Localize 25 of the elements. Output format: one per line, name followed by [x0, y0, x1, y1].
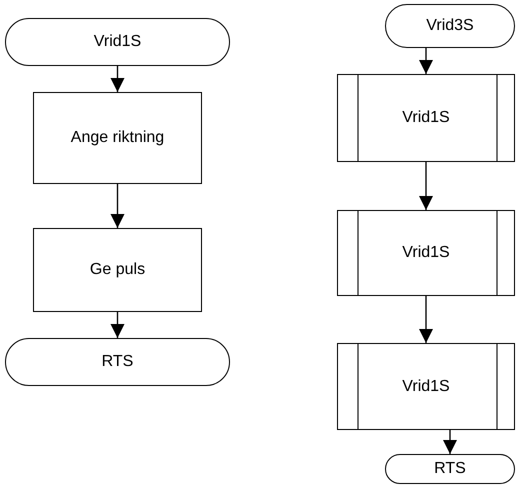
- terminal-shape: [385, 4, 515, 48]
- arrow: [110, 66, 124, 92]
- terminal-shape: [5, 18, 230, 66]
- arrow: [110, 184, 124, 228]
- terminal-shape: [385, 454, 515, 484]
- arrow: [419, 296, 433, 343]
- subroutine-box: [337, 343, 515, 430]
- subroutine-box: [337, 74, 515, 162]
- arrow: [419, 48, 433, 74]
- process-box: [33, 92, 202, 184]
- node-label: Ange riktning: [70, 129, 164, 147]
- arrow: [443, 430, 457, 454]
- arrow: [419, 162, 433, 210]
- node-label: RTS: [102, 353, 134, 371]
- process-box: [33, 228, 202, 312]
- subroutine-box: [337, 210, 515, 296]
- node-label: Vrid3S: [426, 17, 474, 35]
- node-label: Vrid1S: [402, 244, 450, 262]
- terminal-shape: [5, 338, 230, 386]
- node-label: Vrid1S: [94, 33, 142, 51]
- arrow: [110, 312, 124, 338]
- node-label: RTS: [434, 460, 466, 478]
- node-label: Ge puls: [90, 261, 146, 279]
- node-label: Vrid1S: [402, 109, 450, 127]
- node-label: Vrid1S: [402, 378, 450, 396]
